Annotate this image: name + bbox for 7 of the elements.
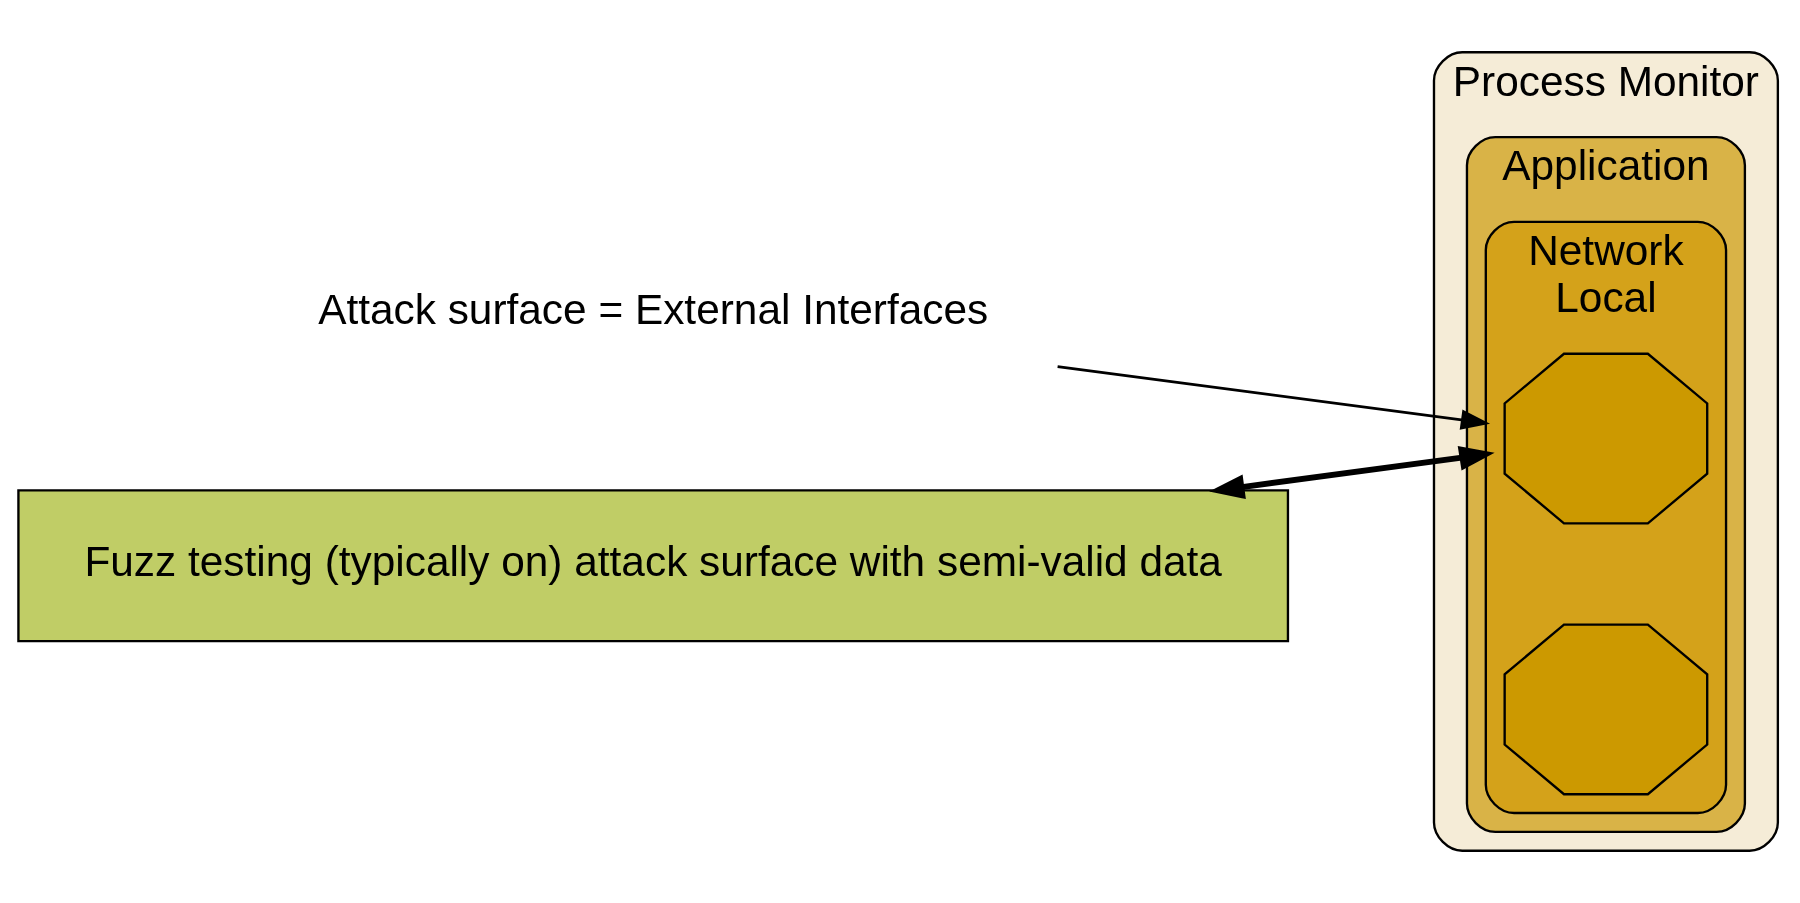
arrow [1208, 446, 1495, 500]
arrow [1056, 365, 1490, 430]
node-octagon [1502, 352, 1708, 525]
cluster: Network Local [1484, 220, 1727, 815]
node-text: Attack surface = External Interfaces [317, 286, 988, 334]
node-box: Fuzz testing (typically on) attack surface with semi-valid data [16, 489, 1289, 643]
node-octagon [1502, 623, 1708, 796]
